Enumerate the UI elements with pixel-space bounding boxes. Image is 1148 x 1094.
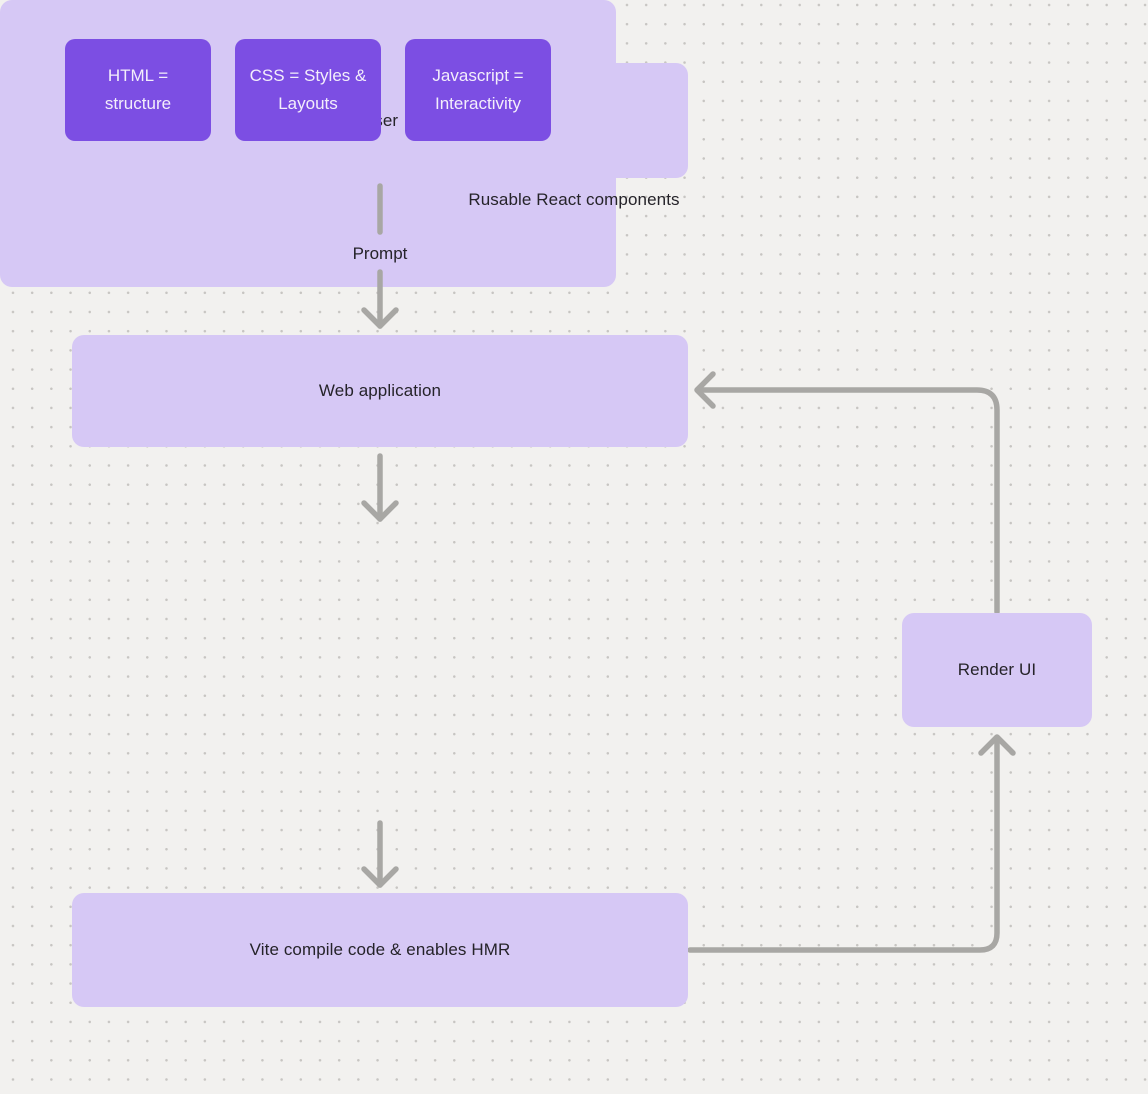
chip-javascript-label: Javascript = Interactivity <box>432 66 524 113</box>
node-vite-label: Vite compile code & enables HMR <box>249 940 511 959</box>
group-react-components-label: Rusable React components <box>468 190 680 209</box>
component-chip-row: HTML = structure CSS = Styles & Layouts … <box>65 39 551 141</box>
node-render-ui[interactable]: Render UI <box>902 613 1092 727</box>
arrow-components-to-vite <box>361 820 399 888</box>
arrow-webapp-to-components <box>361 453 399 522</box>
arrow-renderui-to-webapp <box>694 371 1000 615</box>
edge-label-prompt: Prompt <box>352 244 408 263</box>
chip-css[interactable]: CSS = Styles & Layouts <box>235 39 381 141</box>
node-web-application-label: Web application <box>318 381 442 400</box>
chip-html[interactable]: HTML = structure <box>65 39 211 141</box>
chip-javascript[interactable]: Javascript = Interactivity <box>405 39 551 141</box>
node-render-ui-label: Render UI <box>957 660 1037 679</box>
arrow-vite-to-renderui <box>687 734 1016 953</box>
node-vite[interactable]: Vite compile code & enables HMR <box>72 893 688 1007</box>
chip-css-label: CSS = Styles & Layouts <box>249 66 367 113</box>
node-web-application[interactable]: Web application <box>72 335 688 447</box>
chip-html-label: HTML = structure <box>104 66 172 113</box>
